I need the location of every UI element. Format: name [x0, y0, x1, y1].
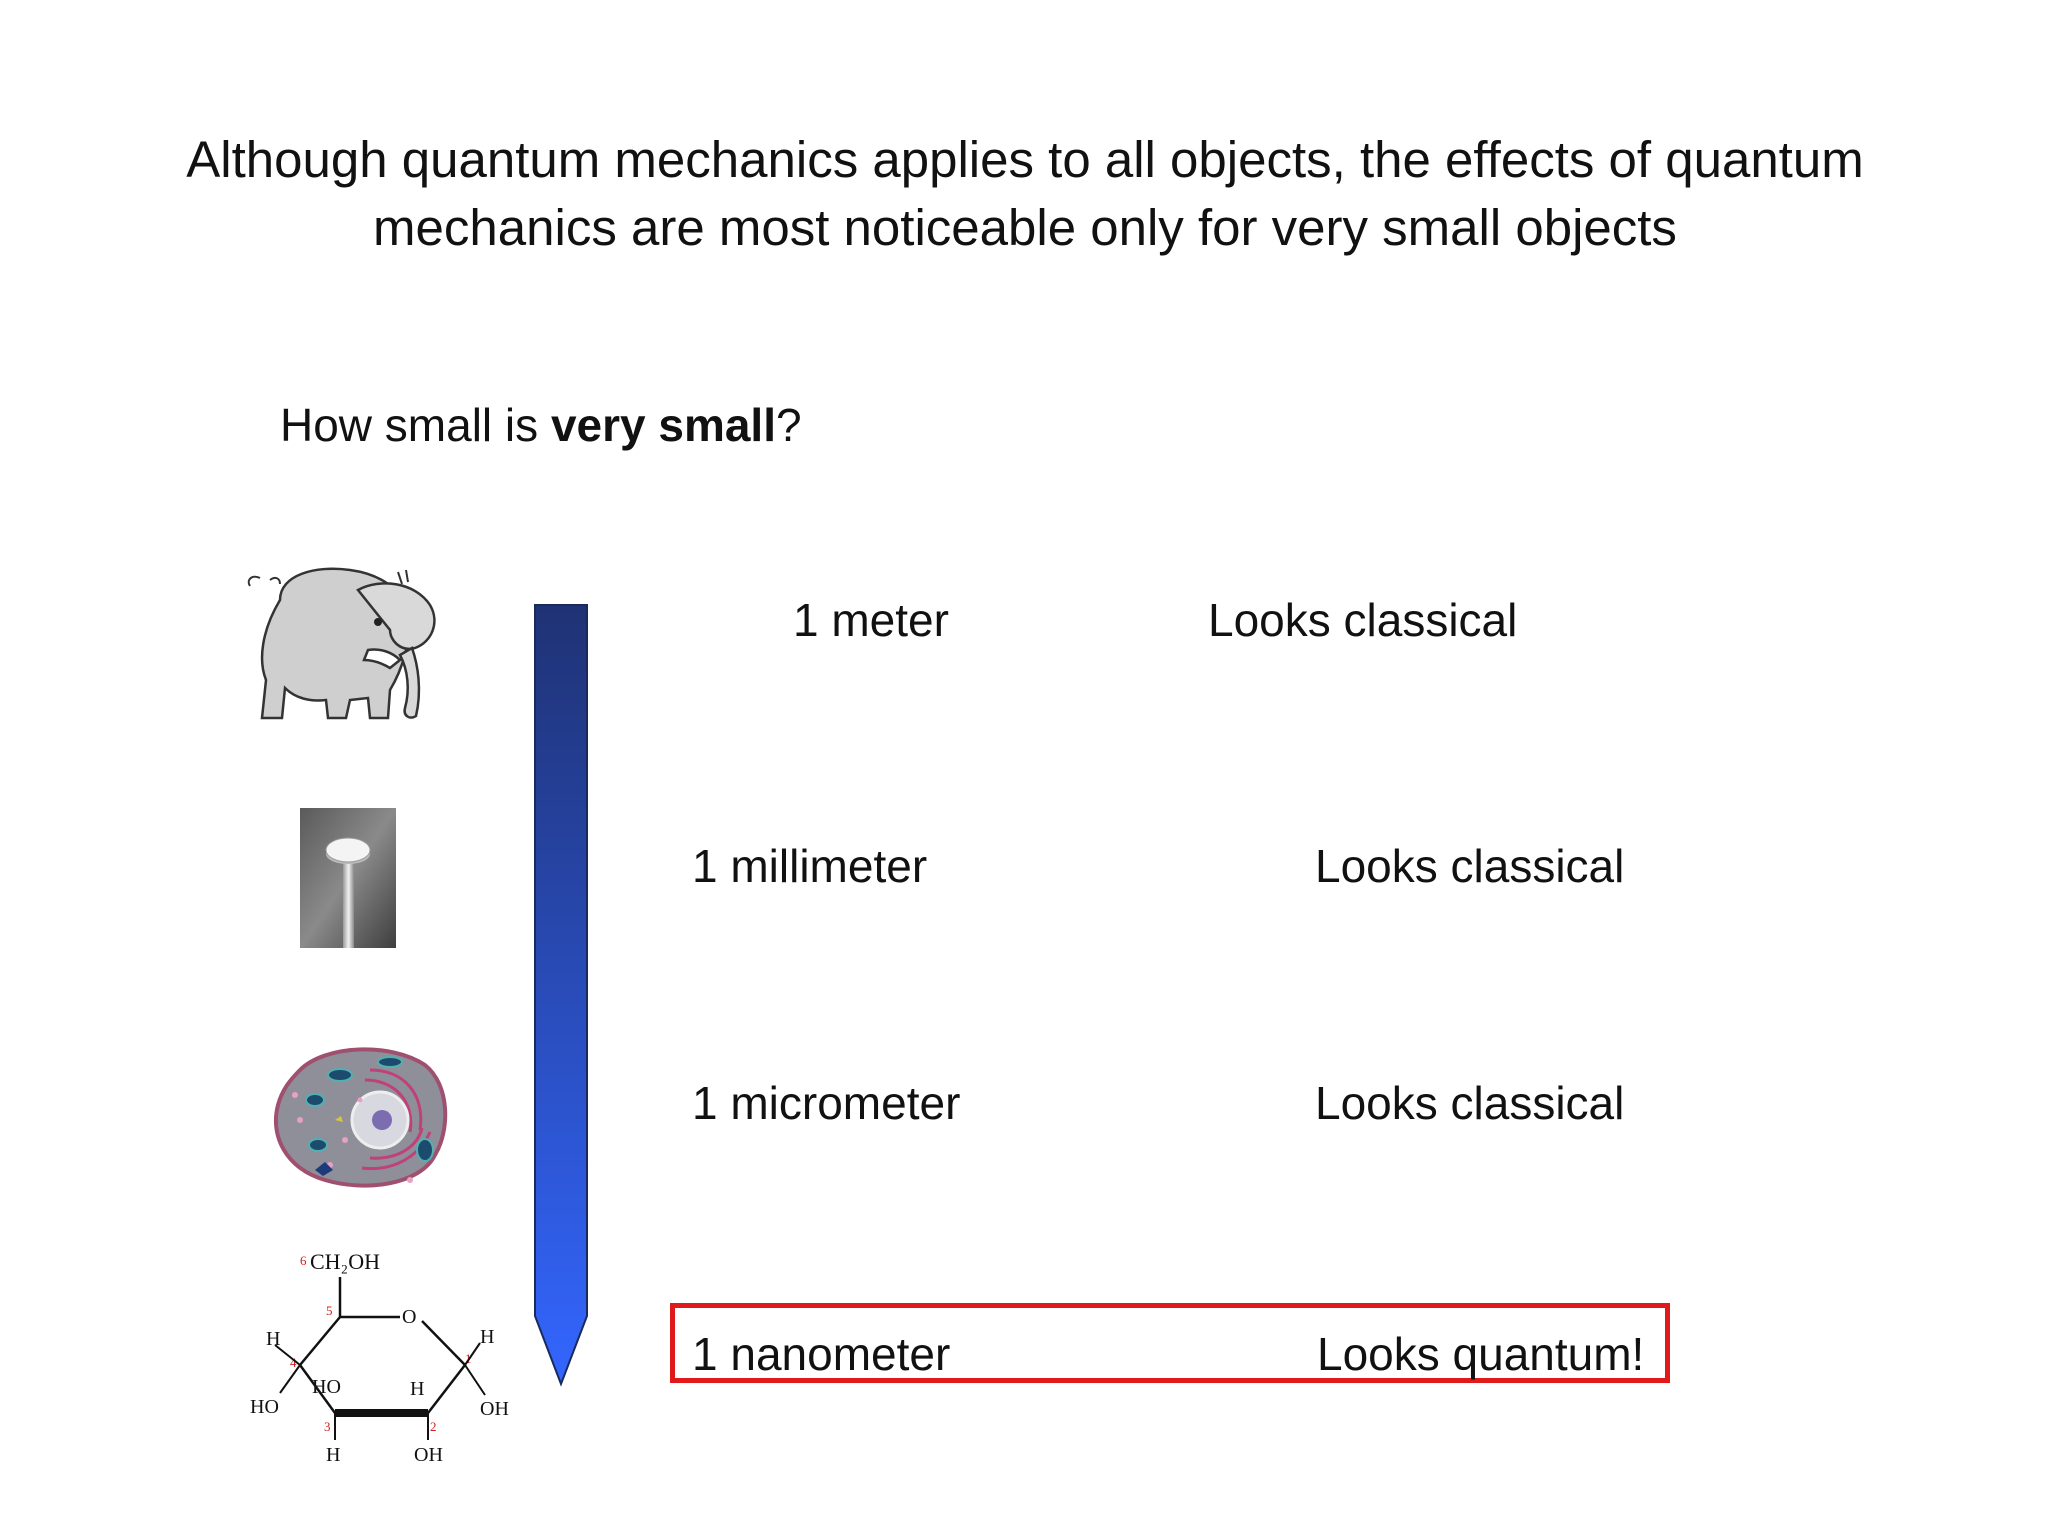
label-oh-c1: OH — [480, 1398, 509, 1420]
title-line-1: Although quantum mechanics applies to al… — [186, 131, 1864, 188]
slide-title: Although quantum mechanics applies to al… — [100, 126, 1950, 262]
quantum-highlight-box — [670, 1303, 1670, 1383]
size-label-millimeter: 1 millimeter — [692, 840, 928, 892]
question-prefix: How small is — [280, 399, 551, 451]
size-label-meter: 1 meter — [793, 594, 949, 646]
question-bold: very small — [550, 399, 776, 451]
label-3: 3 — [324, 1419, 331, 1434]
label-4: 4 — [290, 1355, 297, 1370]
label-h-c2: H — [410, 1378, 424, 1400]
label-6: 6 — [300, 1253, 307, 1268]
verdict-label-meter: Looks classical — [1208, 594, 1518, 646]
label-h-c3: H — [326, 1444, 340, 1466]
question-text: How small is very small? — [280, 395, 802, 455]
verdict-label-millimeter: Looks classical — [1315, 840, 1625, 892]
size-label-nanometer: 1 nanometer — [692, 1328, 951, 1380]
label-ch2oh: CH₂OH — [310, 1249, 380, 1274]
verdict-label-nanometer: Looks quantum! — [1317, 1328, 1645, 1380]
label-2: 2 — [430, 1419, 437, 1434]
glucose-molecule-icon: 6 CH₂OH 5 O 1 4 3 2 H OH H HO HO H — [240, 1235, 530, 1480]
label-oh-c2: OH — [414, 1444, 443, 1466]
title-line-2: mechanics are most noticeable only for v… — [373, 199, 1677, 256]
verdict-label-micrometer: Looks classical — [1315, 1077, 1625, 1129]
scale-arrow — [530, 600, 600, 1395]
label-5: 5 — [326, 1303, 333, 1318]
label-h-c4: H — [266, 1328, 280, 1350]
elephant-icon — [240, 560, 470, 735]
label-ho-c4: HO — [250, 1396, 279, 1418]
size-label-micrometer: 1 micrometer — [692, 1077, 961, 1129]
label-h-c1: H — [480, 1326, 494, 1348]
label-o: O — [402, 1306, 416, 1328]
label-ho-c3: HO — [312, 1376, 341, 1398]
cell-icon — [270, 1040, 450, 1200]
question-suffix: ? — [776, 399, 802, 451]
pin-icon — [300, 808, 396, 953]
